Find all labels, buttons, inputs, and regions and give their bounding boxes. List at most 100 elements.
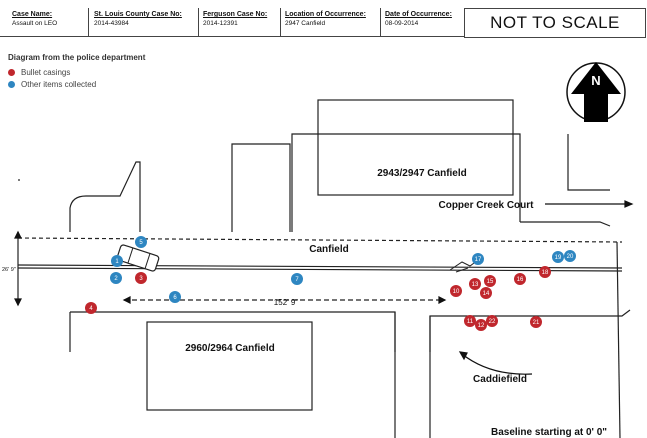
building-north	[317, 99, 514, 196]
building-south	[146, 321, 313, 411]
case-name-label: Case Name:	[12, 11, 53, 18]
building-north-label: 2943/2947 Canfield	[377, 168, 467, 179]
bullet-casing-marker: 10	[450, 285, 462, 297]
vehicle-icon	[116, 244, 160, 272]
header-divider	[380, 8, 381, 36]
evidence-item-marker: 2	[110, 272, 122, 284]
canfield-north-edge	[17, 237, 623, 243]
road-width-label: 26' 9"	[2, 267, 16, 273]
bullet-casing-marker: 15	[484, 275, 496, 287]
legend-item-casings: Bullet casings	[8, 68, 145, 77]
evidence-item-marker: 19	[552, 251, 564, 263]
date-cell: Date of Occurrence: 08-09-2014	[385, 10, 452, 28]
evidence-item-marker: 6	[169, 291, 181, 303]
location-label: Location of Occurrence:	[285, 11, 366, 18]
copper-creek-outer-edge	[567, 134, 610, 191]
legend-item-other: Other items collected	[8, 80, 145, 89]
marker-number: 17	[475, 257, 482, 263]
marker-number: 22	[489, 319, 496, 325]
blue-dot-icon	[110, 272, 122, 284]
marker-number: 6	[173, 295, 177, 301]
marker-number: 14	[483, 291, 490, 297]
arrowhead-icon	[122, 296, 131, 304]
ferguson-case-label: Ferguson Case No:	[203, 11, 268, 18]
legend-title: Diagram from the police department	[8, 53, 146, 62]
case-name-cell: Case Name: Assault on LEO	[12, 10, 57, 28]
arrowhead-icon	[458, 351, 468, 361]
marker-number: 4	[89, 306, 93, 312]
red-dot-icon	[85, 302, 97, 314]
bullet-casing-marker: 14	[480, 287, 492, 299]
canfield-center-line-2	[17, 267, 623, 272]
red-dot-icon	[135, 272, 147, 284]
marker-number: 3	[139, 276, 143, 282]
case-name-value: Assault on LEO	[12, 20, 58, 27]
copper-creek-lot-edge	[291, 133, 521, 232]
legend: Diagram from the police department Bulle…	[8, 53, 145, 92]
caddiefield-label: Caddiefield	[473, 374, 527, 385]
red-dot-icon	[484, 275, 496, 287]
blue-dot-icon	[291, 273, 303, 285]
blue-dot-icon	[111, 255, 123, 267]
evidence-item-marker: 7	[291, 273, 303, 285]
bullet-casing-marker: 16	[514, 273, 526, 285]
evidence-item-marker: 17	[472, 253, 484, 265]
marker-number: 12	[478, 323, 485, 329]
marker-number: 13	[472, 282, 479, 288]
baseline-line	[616, 241, 621, 438]
marker-number: 5	[139, 240, 143, 246]
marker-number: 16	[517, 277, 524, 283]
driveway-north	[69, 161, 141, 232]
red-dot-icon	[450, 285, 462, 297]
bullet-casing-marker: 4	[85, 302, 97, 314]
north-label: N	[591, 73, 600, 88]
header-divider	[88, 8, 89, 36]
marker-number: 1	[115, 259, 119, 265]
evidence-item-marker: 1	[111, 255, 123, 267]
baseline-label: Baseline starting at 0' 0"	[491, 427, 607, 438]
red-dot-icon	[530, 316, 542, 328]
bullet-casing-marker: 3	[135, 272, 147, 284]
bullet-casing-marker: 11	[464, 315, 476, 327]
red-dot-icon	[469, 278, 481, 290]
blue-dot-icon	[564, 250, 576, 262]
bullet-casing-marker: 18	[539, 266, 551, 278]
header-divider	[198, 8, 199, 36]
canfield-center-line	[17, 264, 623, 269]
county-case-label: St. Louis County Case No:	[94, 11, 182, 18]
red-dot-icon	[514, 273, 526, 285]
arrowhead-icon	[14, 298, 22, 307]
marker-number: 19	[555, 255, 562, 261]
red-dot-icon	[480, 287, 492, 299]
bullet-casing-marker: 21	[530, 316, 542, 328]
marker-number: 15	[487, 279, 494, 285]
blue-dot-icon	[552, 251, 564, 263]
red-dot-icon	[464, 315, 476, 327]
ferguson-case-cell: Ferguson Case No: 2014-12391	[203, 10, 267, 28]
county-case-cell: St. Louis County Case No: 2014-43984	[94, 10, 182, 28]
header-rule	[0, 36, 464, 37]
blue-dot-icon	[472, 253, 484, 265]
bullet-casing-marker: 13	[469, 278, 481, 290]
marker-number: 10	[453, 289, 460, 295]
marker-number: 21	[533, 320, 540, 326]
legend-label: Other items collected	[21, 80, 97, 89]
canfield-label: Canfield	[309, 244, 348, 255]
location-cell: Location of Occurrence: 2947 Canfield	[285, 10, 366, 28]
county-case-value: 2014-43984	[94, 20, 129, 27]
date-label: Date of Occurrence:	[385, 11, 452, 18]
red-dot-icon	[8, 69, 15, 76]
marker-number: 11	[467, 319, 474, 325]
not-to-scale-box: NOT TO SCALE	[464, 8, 646, 38]
header-divider	[280, 8, 281, 36]
marker-number: 18	[542, 270, 549, 276]
evidence-item-marker: 5	[135, 236, 147, 248]
copper-creek-inner-edge	[520, 221, 611, 227]
date-value: 08-09-2014	[385, 20, 419, 27]
blue-dot-icon	[135, 236, 147, 248]
blue-dot-icon	[169, 291, 181, 303]
ferguson-case-value: 2014-12391	[203, 20, 238, 27]
caddiefield-arrow	[461, 353, 533, 375]
